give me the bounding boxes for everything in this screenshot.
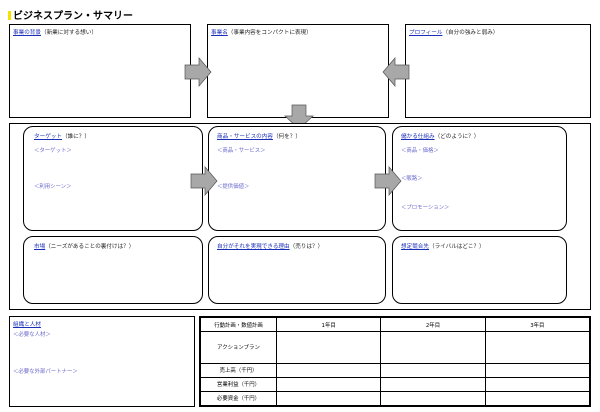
promotion-hint: ＜プロモーション＞ (401, 205, 450, 211)
background-heading: 事業の背景（新業に対する想い） (13, 28, 97, 36)
reason-heading-label: 自分がそれを実現できる理由 (217, 244, 290, 250)
organization-heading-label: 組織と人材 (13, 322, 41, 328)
down-arrow-icon (284, 104, 314, 130)
business-name-box[interactable]: 事業名（事業内容をコンパクトに表現） (207, 24, 389, 118)
product-box[interactable]: 商品・サービスの内容（何を？） ＜商品・サービス＞ ＜提供価値＞ (208, 126, 386, 231)
table-cell[interactable] (484, 376, 591, 392)
table-header-cell: 行動計画・数値計画 (200, 316, 277, 333)
profile-heading: プロフィール（自分の強みと弱み） (409, 28, 498, 36)
table-header-cell: 3年目 (484, 316, 591, 333)
plan-table-wrapper: 行動計画・数値計画 1年目 2年目 3年目 アクションプラン 売上高（千円） 営… (199, 316, 591, 407)
table-cell[interactable] (484, 331, 591, 364)
sales-channel-hint: ＜販路＞ (401, 176, 423, 182)
product-price-hint: ＜商品・価格＞ (401, 148, 439, 154)
competitor-box[interactable]: 想定競合先（ライバルはどこ？） (392, 236, 567, 304)
market-heading-note: （ニーズがあることの裏付けは？） (45, 244, 135, 250)
value-proposition-hint: ＜提供価値＞ (217, 184, 250, 190)
mechanism-heading: 儲かる仕組み（どのように？） (401, 132, 479, 140)
reason-heading: 自分がそれを実現できる理由（売りは？） (217, 242, 323, 250)
table-cell[interactable] (275, 362, 382, 378)
table-row: アクションプラン (200, 331, 591, 364)
product-heading-label: 商品・サービスの内容 (217, 134, 273, 140)
reason-box[interactable]: 自分がそれを実現できる理由（売りは？） (208, 236, 386, 304)
mechanism-heading-note: （どのように？） (434, 134, 480, 140)
competitor-heading-label: 想定競合先 (401, 244, 429, 250)
table-cell[interactable] (380, 362, 486, 378)
usage-scene-hint: ＜利用シーン＞ (34, 184, 72, 190)
table-header-cell: 2年目 (380, 316, 486, 333)
mechanism-box[interactable]: 儲かる仕組み（どのように？） ＜商品・価格＞ ＜販路＞ ＜プロモーション＞ (392, 126, 567, 231)
required-staff-hint: ＜必要な人材＞ (13, 332, 51, 338)
row-label: 売上高（千円） (200, 362, 277, 378)
table-cell[interactable] (275, 331, 382, 364)
target-heading-note: （誰に？） (61, 134, 90, 140)
right-arrow-icon (190, 166, 218, 196)
background-heading-note: （新業に対する想い） (40, 30, 97, 36)
target-heading: ターゲット（誰に？） (34, 132, 90, 140)
market-heading: 市場（ニーズがあることの裏付けは？） (34, 242, 134, 250)
table-cell[interactable] (380, 331, 486, 364)
table-cell[interactable] (380, 376, 486, 392)
right-arrow-icon (184, 57, 212, 87)
table-cell[interactable] (484, 390, 591, 407)
product-heading-note: （何を？） (272, 134, 301, 140)
plan-table: 行動計画・数値計画 1年目 2年目 3年目 アクションプラン 売上高（千円） 営… (200, 316, 591, 407)
competitor-heading: 想定競合先（ライバルはどこ？） (401, 242, 485, 250)
mechanism-heading-label: 儲かる仕組み (401, 134, 435, 140)
profile-heading-note: （自分の強みと弱み） (442, 30, 499, 36)
target-hint: ＜ターゲット＞ (34, 148, 72, 154)
business-name-heading: 事業名（事業内容をコンパクトに表現） (211, 28, 312, 36)
table-cell[interactable] (275, 390, 382, 407)
table-cell[interactable] (275, 376, 382, 392)
organization-heading: 組織と人材 (13, 320, 41, 328)
product-service-hint: ＜商品・サービス＞ (217, 148, 266, 154)
table-row: 営業利益（千円） (200, 376, 591, 392)
table-cell[interactable] (484, 362, 591, 378)
market-heading-label: 市場 (34, 244, 46, 250)
business-name-heading-label: 事業名 (211, 30, 228, 36)
title-marker (8, 11, 11, 20)
row-label: 営業利益（千円） (200, 376, 277, 392)
right-arrow-icon (374, 166, 402, 196)
page-title: ビジネスプラン・サマリー (8, 7, 133, 22)
target-heading-label: ターゲット (34, 134, 62, 140)
table-header-row: 行動計画・数値計画 1年目 2年目 3年目 (200, 316, 591, 333)
profile-heading-label: プロフィール (409, 30, 443, 36)
background-heading-label: 事業の背景 (13, 30, 41, 36)
table-cell[interactable] (380, 390, 486, 407)
organization-box[interactable]: 組織と人材 ＜必要な人材＞ ＜必要な外部パートナー＞ (9, 316, 195, 407)
target-box[interactable]: ターゲット（誰に？） ＜ターゲット＞ ＜利用シーン＞ (23, 126, 203, 231)
table-row: 売上高（千円） (200, 362, 591, 378)
row-label: 必要資金（千円） (200, 390, 277, 407)
row-label: アクションプラン (200, 331, 277, 364)
reason-heading-note: （売りは？） (289, 244, 324, 250)
business-name-heading-note: （事業内容をコンパクトに表現） (227, 30, 312, 36)
left-arrow-icon (382, 57, 410, 87)
market-box[interactable]: 市場（ニーズがあることの裏付けは？） (23, 236, 203, 304)
external-partner-hint: ＜必要な外部パートナー＞ (13, 369, 78, 375)
product-heading: 商品・サービスの内容（何を？） (217, 132, 301, 140)
profile-box[interactable]: プロフィール（自分の強みと弱み） (405, 24, 591, 118)
table-header-cell: 1年目 (275, 316, 382, 333)
table-row: 必要資金（千円） (200, 390, 591, 407)
page-title-text: ビジネスプラン・サマリー (13, 11, 133, 22)
background-box[interactable]: 事業の背景（新業に対する想い） (9, 24, 191, 118)
competitor-heading-note: （ライバルはどこ？） (428, 244, 485, 250)
